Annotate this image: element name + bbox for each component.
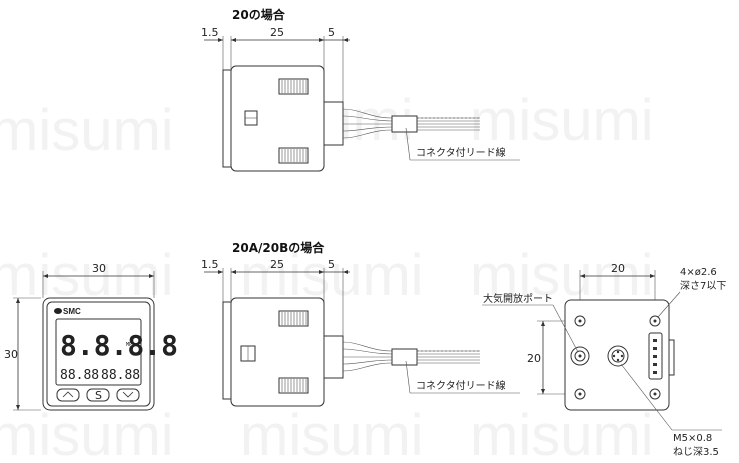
dim-5-bottom: 5 [328, 258, 335, 271]
watermark-text: misumi [0, 98, 174, 163]
dim-25-top: 25 [270, 26, 284, 39]
mounting-hole [574, 315, 586, 327]
dim-1-5-top: 1.5 [201, 26, 219, 39]
down-arrow-icon [122, 391, 134, 398]
mounting-hole [649, 388, 661, 400]
unit-label: MPa [126, 342, 135, 348]
lead-wires [342, 108, 480, 139]
watermark: misumi misumi misumi misumi misumi misum… [0, 88, 654, 463]
watermark-text: misumi [470, 403, 654, 463]
bezel [222, 301, 232, 400]
vent-port [570, 346, 590, 366]
sub-display-right: 88.88 [101, 368, 140, 383]
screw-spec-label-2: ねじ深3.5 [673, 446, 719, 458]
hole-spec-label-1: 4×ø2.6 [680, 267, 717, 278]
rear-view: 20 20 [482, 262, 726, 458]
hole-spec-label-2: 深さ7以下 [680, 280, 726, 292]
screw-spec-label-1: M5×0.8 [673, 433, 712, 444]
pressure-port [607, 345, 629, 367]
vent-grille-upper [278, 310, 309, 327]
dim-25-bottom: 25 [270, 258, 284, 271]
connector [323, 335, 344, 379]
dim-1-5-bottom: 1.5 [201, 258, 219, 271]
lead-wires [342, 341, 480, 372]
vent-grille-lower [278, 377, 309, 394]
vent-port-label: 大気開放ポート [483, 292, 553, 305]
up-button[interactable] [56, 388, 80, 402]
brand-text: SMC [63, 307, 81, 316]
set-button-label: S [95, 389, 102, 402]
set-button[interactable]: S [86, 388, 110, 402]
main-display-value: 8.8.8.8 [60, 329, 178, 362]
watermark-text: misumi [240, 243, 424, 308]
watermark-text: misumi [240, 403, 424, 463]
front-height-dim: 30 [4, 348, 18, 361]
section-title-20a-20b: 20A/20Bの場合 [232, 240, 325, 255]
watermark-text: misumi [470, 88, 654, 153]
lcd-screen [55, 318, 142, 386]
watermark-text: misumi [0, 243, 174, 308]
wire-sleeve [391, 348, 418, 366]
smc-logo: SMC [54, 307, 81, 316]
lead-wire-label-top: コネクタ付リード線 [416, 146, 506, 159]
vent-grille-lower [278, 147, 309, 164]
bezel [222, 69, 232, 168]
wire-sleeve [391, 115, 418, 133]
lead-wire-label-bottom: コネクタ付リード線 [416, 379, 506, 392]
connector [323, 101, 344, 146]
dim-5-top: 5 [328, 26, 335, 39]
front-view: 30 30 SMC 8.8.8.8 MPa 88.88 88.88 S [4, 262, 178, 411]
front-width-dim: 30 [92, 262, 106, 275]
section-title-20: 20の場合 [232, 7, 286, 22]
top-side-view: 1.5 25 5 [201, 26, 520, 172]
watermark-text: misumi [470, 243, 654, 308]
bottom-side-view: 1.5 25 5 [201, 258, 520, 407]
down-button[interactable] [116, 388, 140, 402]
connector-socket [648, 332, 663, 380]
mounting-hole [574, 388, 586, 400]
rear-width-dim: 20 [611, 262, 625, 275]
sub-display-left: 88.88 [60, 368, 99, 383]
watermark-text: misumi [0, 403, 174, 463]
rear-height-dim: 20 [527, 352, 541, 365]
vent-grille-upper [278, 78, 309, 95]
mounting-hole [649, 315, 661, 327]
up-arrow-icon [62, 391, 74, 398]
